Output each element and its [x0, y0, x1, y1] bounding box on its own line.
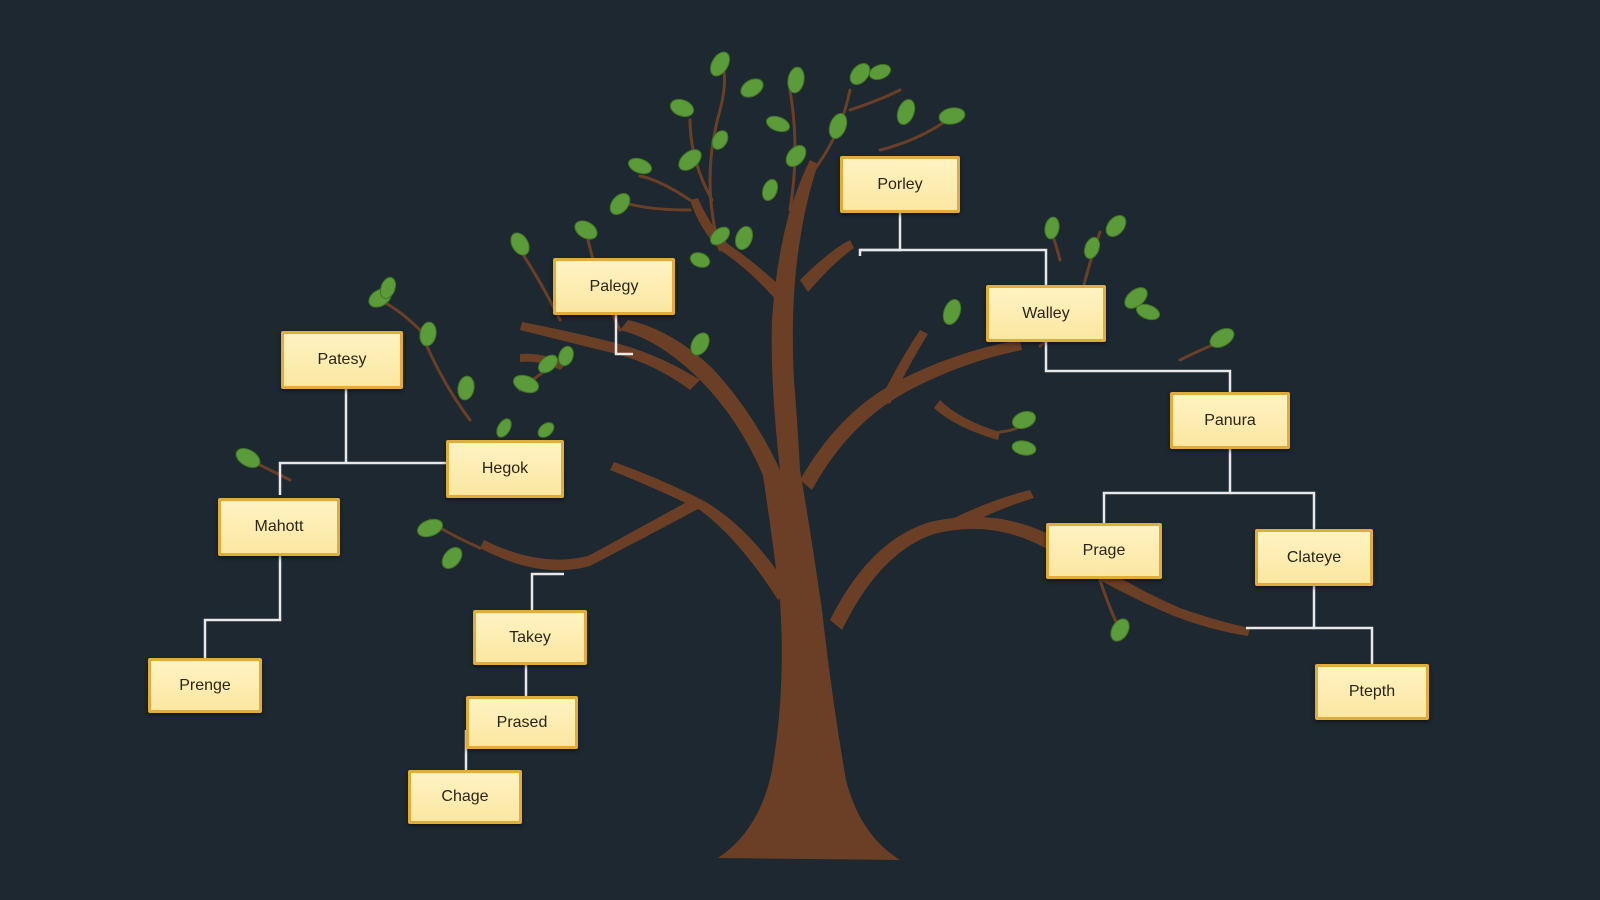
node-prenge: Prenge — [148, 658, 262, 713]
node-clateye: Clateye — [1255, 529, 1373, 586]
connector-lines — [203, 213, 1374, 770]
connector-porley-walley-b — [860, 248, 1048, 285]
node-palegy: Palegy — [553, 258, 675, 315]
node-hegok: Hegok — [446, 440, 564, 498]
node-takey: Takey — [473, 610, 587, 665]
connector-panura-clateye — [1230, 491, 1316, 529]
connector-panura-children — [1102, 449, 1232, 523]
node-pteplh: Ptepth — [1315, 664, 1429, 720]
node-panura: Panura — [1170, 392, 1290, 449]
node-prased: Prased — [466, 696, 578, 749]
tree-leaves — [235, 51, 1235, 642]
connector-mahott-prenge — [203, 556, 282, 658]
node-patesy: Patesy — [281, 331, 403, 389]
connector-palegy-branch — [614, 315, 633, 356]
node-prage: Prage — [1046, 523, 1162, 579]
connector-walley-panura — [1044, 342, 1232, 392]
tree-trunk — [480, 160, 1250, 860]
node-mahott: Mahott — [218, 498, 340, 556]
node-porley: Porley — [840, 156, 960, 213]
node-chage: Chage — [408, 770, 522, 824]
connector-patesy-hegok — [278, 461, 446, 495]
connector-clateye-pteplh — [1312, 586, 1374, 664]
node-walley: Walley — [986, 285, 1106, 342]
connector-takey-branch — [530, 572, 564, 610]
